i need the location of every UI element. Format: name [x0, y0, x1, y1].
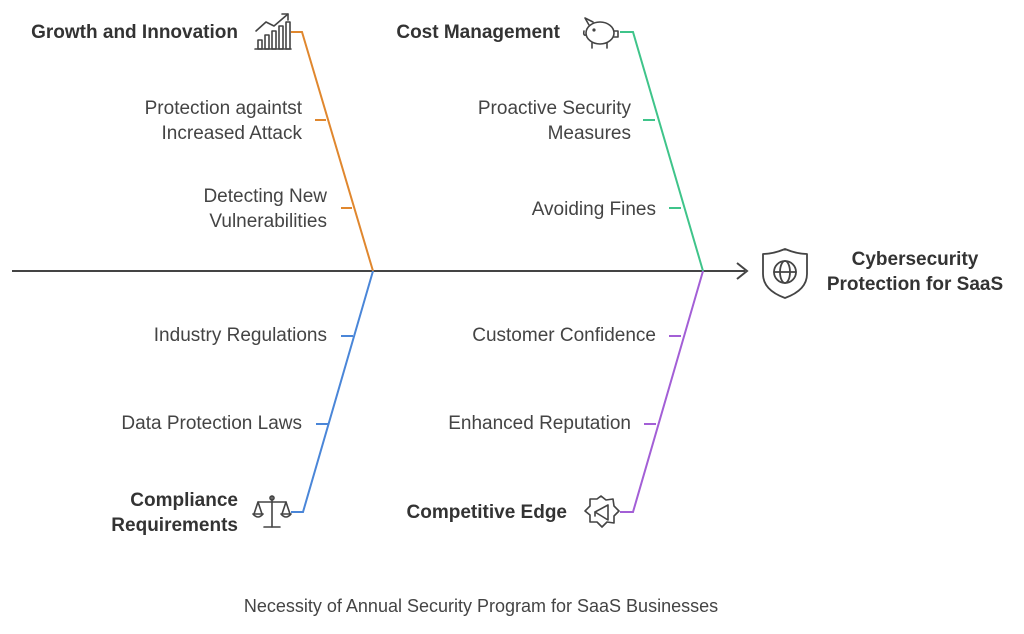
- cause-customer-confidence: Customer Confidence: [472, 325, 656, 346]
- category-compliance-requirements: Compliance Requirements: [111, 490, 238, 536]
- cause-data-protection-laws: Data Protection Laws: [121, 413, 302, 434]
- cause-enhanced-reputation: Enhanced Reputation: [448, 413, 631, 434]
- spine-arrowhead: [736, 262, 749, 280]
- bone-competitive-edge: [620, 270, 704, 513]
- megaphone-badge-icon: [584, 495, 620, 528]
- growth-chart-icon: [254, 13, 292, 50]
- category-cost-management: Cost Management: [396, 22, 560, 43]
- cause-protection-attack: Protection againtst Increased Attack: [144, 98, 302, 144]
- cause-detecting-vulnerabilities: Detecting New Vulnerabilities: [203, 186, 327, 232]
- category-growth-innovation: Growth and Innovation: [31, 22, 238, 43]
- cause-industry-regulations: Industry Regulations: [153, 325, 327, 346]
- bone-cost-management: [620, 31, 704, 272]
- cause-proactive-security: Proactive Security Measures: [477, 98, 631, 144]
- cause-avoiding-fines: Avoiding Fines: [531, 199, 656, 220]
- bone-growth-innovation: [291, 31, 374, 272]
- piggy-bank-icon: [582, 17, 619, 49]
- diagram-caption: Necessity of Annual Security Program for…: [243, 596, 719, 616]
- shield-globe-icon: [762, 248, 808, 299]
- category-competitive-edge: Competitive Edge: [406, 502, 567, 523]
- effect-title: Cybersecurity Protection for SaaS: [826, 249, 1004, 295]
- bone-compliance: [291, 270, 374, 513]
- scales-icon: [252, 495, 292, 528]
